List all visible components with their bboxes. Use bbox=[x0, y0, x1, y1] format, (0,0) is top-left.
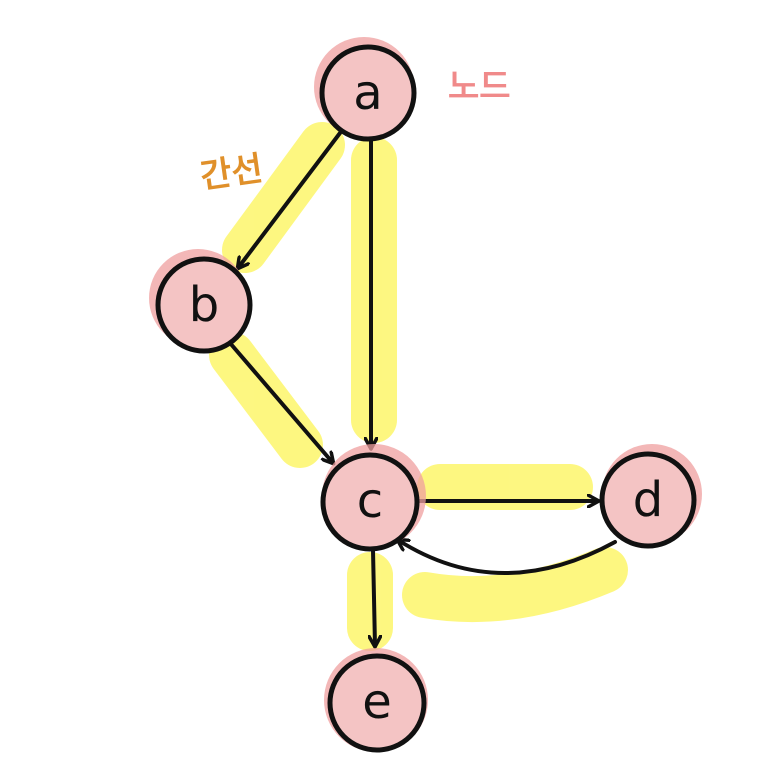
highlight-a-b bbox=[222, 122, 345, 273]
node-e-label: e bbox=[362, 674, 392, 730]
edge-highlights bbox=[209, 122, 628, 651]
node-c: c bbox=[320, 444, 426, 552]
graph-edges bbox=[228, 131, 617, 646]
node-c-label: c bbox=[357, 473, 383, 529]
node-b: b bbox=[149, 249, 253, 354]
edge-b-c bbox=[228, 341, 333, 463]
node-a-label: a bbox=[353, 65, 382, 121]
node-b-label: b bbox=[189, 277, 219, 333]
graph-nodes: a b c d e bbox=[149, 37, 702, 753]
highlight-d-c bbox=[402, 547, 628, 623]
node-a: a bbox=[314, 37, 417, 142]
edge-annotation: 간선 bbox=[198, 149, 266, 197]
edge-a-b bbox=[238, 131, 342, 268]
node-e: e bbox=[324, 648, 428, 753]
highlight-b-c bbox=[209, 332, 323, 468]
node-annotation: 노드 bbox=[448, 67, 511, 107]
edge-c-e bbox=[373, 548, 375, 646]
node-d: d bbox=[599, 444, 702, 549]
edge-d-c bbox=[398, 540, 617, 575]
node-d-label: d bbox=[633, 472, 663, 528]
